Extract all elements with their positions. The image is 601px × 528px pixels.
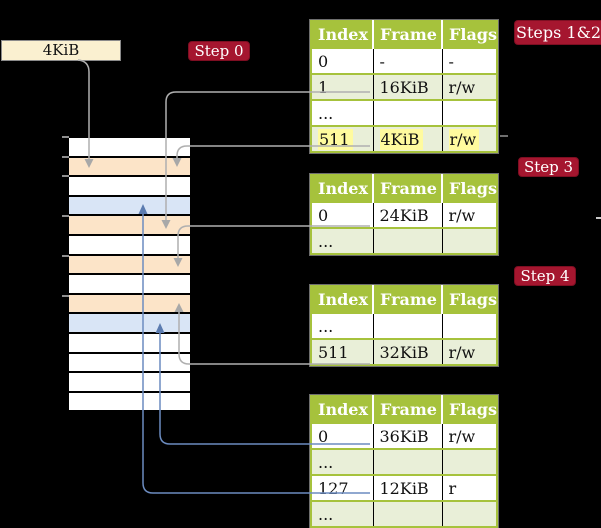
memory-frame-unused (69, 275, 190, 295)
column-header-frame: Frame (372, 175, 442, 202)
memory-frame-page-table (69, 294, 190, 315)
table-cell (441, 500, 497, 527)
memory-tick (62, 175, 69, 177)
memory-frame-page-table (69, 216, 190, 236)
table-cell: 127 (311, 474, 373, 501)
frame-size-label: 4KiB (1, 40, 121, 61)
column-header-index: Index (311, 175, 373, 202)
table-row: ... (311, 448, 497, 475)
table-cell (372, 448, 442, 475)
badge-steps-1-2: Steps 1&2 (514, 20, 601, 45)
memory-frame-unused (69, 373, 190, 393)
highlighted-value: 4KiB (379, 128, 423, 150)
table-row: ... (311, 99, 497, 126)
memory-tick (62, 295, 69, 297)
table-cell: 32KiB (372, 338, 442, 365)
memory-tick (62, 255, 69, 257)
table-row: ... (311, 500, 497, 527)
memory-tick (62, 156, 69, 158)
column-header-flags: Flags (441, 286, 497, 313)
table-cell (441, 312, 497, 339)
table-cell: 1 (311, 73, 373, 100)
column-header-index: Index (311, 396, 373, 423)
table-cell: - (441, 47, 497, 74)
table-cell (441, 227, 497, 254)
table-cell: ... (311, 99, 373, 126)
table-cell (372, 227, 442, 254)
column-header-flags: Flags (441, 396, 497, 423)
memory-frame-unused (69, 353, 190, 374)
memory-tick (62, 136, 69, 138)
table-cell (372, 99, 442, 126)
table-cell: ... (311, 500, 373, 527)
table-cell: ... (311, 312, 373, 339)
highlighted-value: r/w (448, 128, 480, 150)
memory-frame-unused (69, 235, 190, 256)
table-row: ... (311, 227, 497, 254)
physical-memory-column (69, 138, 190, 413)
table-cell: 4KiB (372, 125, 442, 152)
memory-tick (62, 215, 69, 217)
column-header-flags: Flags (441, 21, 497, 48)
memory-frame-unused (69, 177, 190, 197)
table-cell: 511 (311, 125, 373, 152)
memory-frame-data (69, 196, 190, 217)
memory-frame-data (69, 314, 190, 334)
badge-step-3: Step 3 (518, 157, 579, 177)
highlighted-value: 511 (318, 128, 353, 150)
table-cell: 0 (311, 422, 373, 449)
column-header-frame: Frame (372, 21, 442, 48)
table-cell: r/w (441, 73, 497, 100)
table-cell (441, 99, 497, 126)
table-cell: 0 (311, 201, 373, 228)
table-row: 0-- (311, 47, 497, 74)
table-cell: 24KiB (372, 201, 442, 228)
column-header-index: Index (311, 21, 373, 48)
column-header-flags: Flags (441, 175, 497, 202)
memory-frame-unused (69, 333, 190, 354)
memory-frame-page-table (69, 157, 190, 178)
table-cell (372, 312, 442, 339)
table-cell (372, 500, 442, 527)
badge-step-4: Step 4 (514, 266, 576, 286)
table-row: 511 4KiB r/w (311, 125, 497, 152)
table-cell: 0 (311, 47, 373, 74)
table-cell: ... (311, 227, 373, 254)
memory-frame-unused (69, 392, 190, 413)
badge-step-0: Step 0 (188, 41, 250, 61)
table-cell: r/w (441, 125, 497, 152)
table-cell: 511 (311, 338, 373, 365)
table-cell: 12KiB (372, 474, 442, 501)
table-cell: 16KiB (372, 73, 442, 100)
table-cell: ... (311, 448, 373, 475)
column-header-frame: Frame (372, 396, 442, 423)
memory-frame-unused (69, 138, 190, 158)
column-header-frame: Frame (372, 286, 442, 313)
table-cell: r/w (441, 338, 497, 365)
column-header-index: Index (311, 286, 373, 313)
memory-frame-page-table (69, 255, 190, 276)
table-cell: r (441, 474, 497, 501)
table-cell: r/w (441, 201, 497, 228)
table-cell: 36KiB (372, 422, 442, 449)
table-row: ... (311, 312, 497, 339)
table-cell: - (372, 47, 442, 74)
table-cell: r/w (441, 422, 497, 449)
table-cell (441, 448, 497, 475)
